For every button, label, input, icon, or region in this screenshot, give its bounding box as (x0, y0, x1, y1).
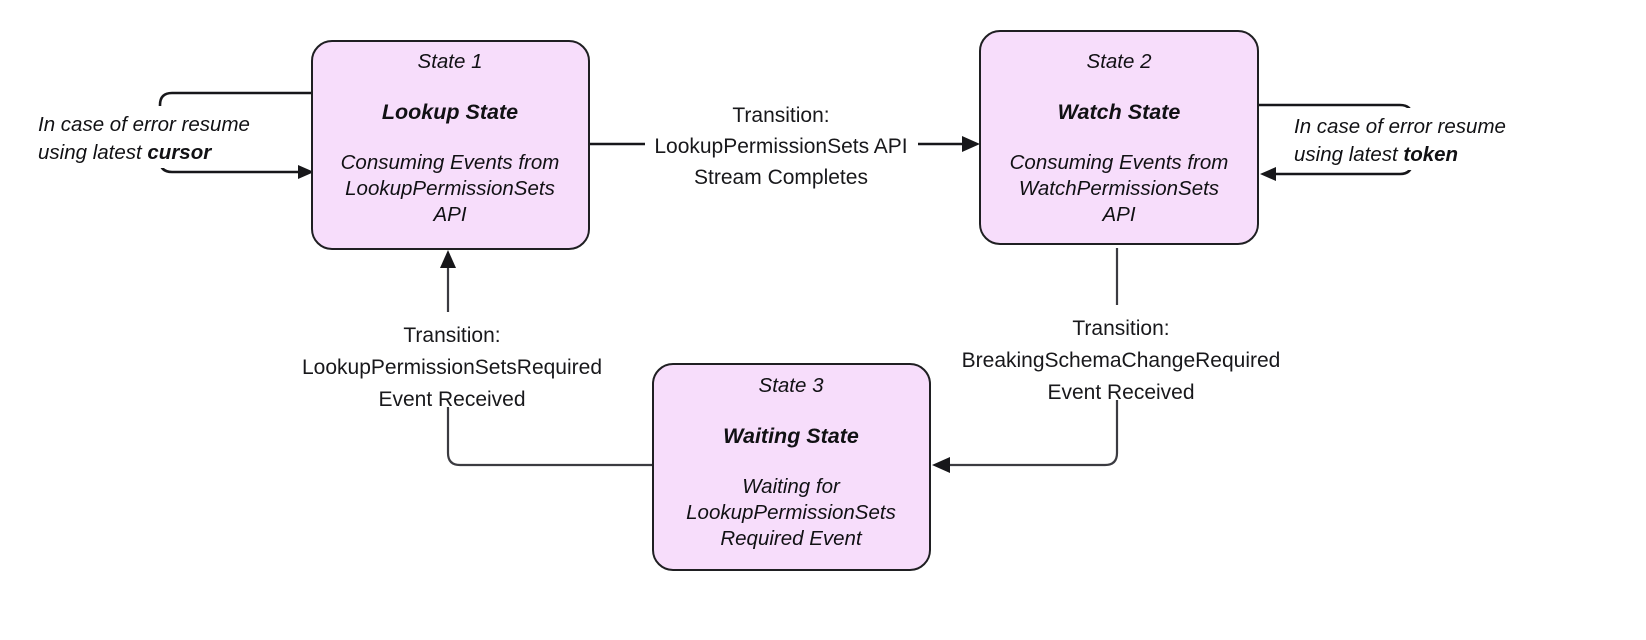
edge-label-watch-to-waiting-bg (958, 305, 1298, 400)
state-node-lookup[interactable]: State 1 Lookup State Consuming Events fr… (311, 40, 590, 250)
self-loop-label-watch-bg (1290, 108, 1542, 170)
state-3-desc-line-2: LookupPermissionSets (686, 501, 896, 524)
state-2-title: Watch State (1058, 100, 1181, 124)
state-1-desc-line-1: Consuming Events from (341, 151, 560, 174)
self-loop-label-lookup-line-2: using latest cursor (38, 141, 212, 164)
edge-label-waiting-to-lookup-line-1: Transition: (403, 324, 500, 347)
edge-label-waiting-to-lookup: Transition: LookupPermissionSetsRequired… (290, 312, 615, 411)
edge-lookup-to-watch (588, 136, 980, 152)
state-1-box[interactable] (311, 40, 590, 250)
edge-label-watch-to-waiting-line-1: Transition: (1072, 317, 1169, 340)
edge-label-lookup-to-watch-line-1: Transition: (732, 104, 829, 127)
edge-watch-to-waiting-path (947, 248, 1119, 467)
edge-label-waiting-to-lookup-bg (290, 312, 615, 407)
state-2-desc-line-3: API (1100, 203, 1135, 226)
edge-lookup-to-watch-arrowhead (962, 136, 980, 152)
self-loop-label-watch-line-2-prefix: using latest (1294, 143, 1403, 166)
edge-watch-to-waiting-arrowhead (932, 457, 950, 473)
self-loop-label-watch-line-2-emphasis: token (1403, 143, 1458, 166)
state-node-waiting[interactable]: State 3 Waiting State Waiting for Lookup… (652, 363, 931, 571)
self-loop-label-watch-error: In case of error resume using latest tok… (1290, 108, 1542, 170)
state-1-title: Lookup State (382, 100, 518, 124)
self-loop-label-lookup-line-1: In case of error resume (38, 113, 250, 136)
edge-label-lookup-to-watch-line-3: Stream Completes (694, 166, 868, 189)
edge-watch-to-waiting (932, 248, 1119, 473)
edge-label-lookup-to-watch: Transition: LookupPermissionSets API Str… (645, 100, 918, 190)
self-loop-label-lookup-line-2-emphasis: cursor (147, 141, 212, 164)
edge-label-lookup-to-watch-line-2: LookupPermissionSets API (654, 135, 907, 158)
edge-label-watch-to-waiting-line-3: Event Received (1047, 381, 1194, 404)
state-3-desc-line-3: Required Event (720, 527, 863, 550)
self-loop-label-watch-line-2: using latest token (1294, 143, 1458, 166)
self-loop-label-watch-line-1: In case of error resume (1294, 115, 1506, 138)
state-2-box[interactable] (979, 30, 1259, 245)
self-loop-label-lookup-line-2-prefix: using latest (38, 141, 147, 164)
self-loop-lookup-arrowhead (298, 165, 314, 179)
state-3-box[interactable] (652, 363, 931, 571)
state-1-caption: State 1 (418, 50, 483, 73)
edge-waiting-to-lookup (440, 250, 653, 467)
edge-waiting-to-lookup-path (446, 265, 653, 467)
edge-label-lookup-to-watch-bg (645, 100, 918, 190)
state-2-desc-line-1: Consuming Events from (1010, 151, 1229, 174)
edge-label-watch-to-waiting-line-2: BreakingSchemaChangeRequired (962, 349, 1281, 372)
edge-label-watch-to-waiting: Transition: BreakingSchemaChangeRequired… (958, 305, 1298, 404)
edge-waiting-to-lookup-arrowhead (440, 250, 456, 268)
self-loop-label-lookup-error: In case of error resume using latest cur… (34, 106, 284, 168)
state-2-caption: State 2 (1087, 50, 1153, 73)
edge-label-waiting-to-lookup-line-3: Event Received (378, 388, 525, 411)
edge-label-waiting-to-lookup-line-2: LookupPermissionSetsRequired (302, 356, 602, 379)
self-loop-label-lookup-bg (34, 106, 284, 168)
state-2-desc-line-2: WatchPermissionSets (1019, 177, 1219, 200)
self-loop-watch-arrowhead (1260, 167, 1276, 181)
state-node-watch[interactable]: State 2 Watch State Consuming Events fro… (979, 30, 1259, 245)
state-3-title: Waiting State (723, 424, 859, 448)
state-1-desc-line-2: LookupPermissionSets (345, 177, 555, 200)
state-1-desc-line-3: API (431, 203, 466, 226)
state-3-caption: State 3 (759, 374, 825, 397)
state-3-desc-line-1: Waiting for (742, 475, 841, 498)
